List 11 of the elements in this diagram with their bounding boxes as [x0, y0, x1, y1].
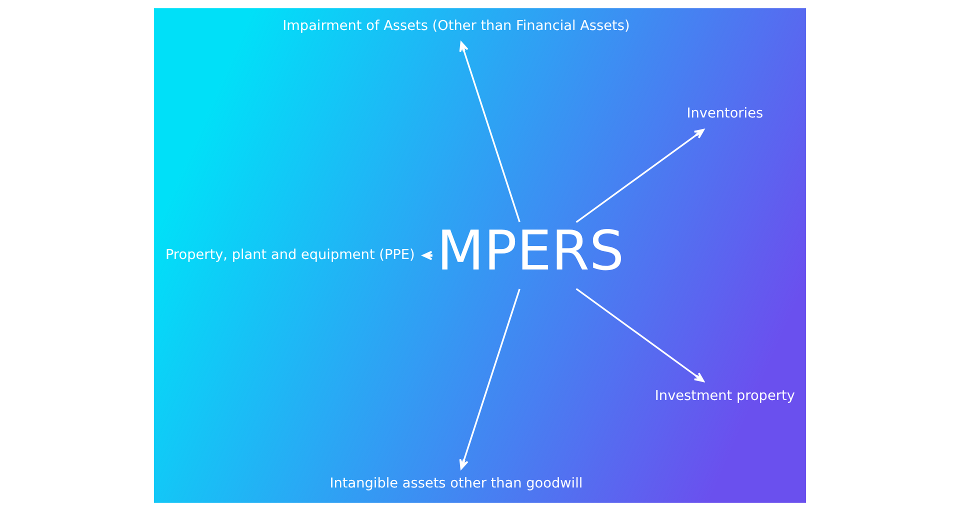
- arrow: [459, 42, 520, 222]
- node-text: Property, plant and equipment (PPE): [165, 246, 415, 263]
- arrow: [576, 128, 704, 223]
- node-text: Inventories: [686, 105, 764, 122]
- node-text: MPERS: [436, 218, 624, 282]
- node-text: Impairment of Assets (Other than Financial Assets): [282, 18, 630, 34]
- arrow: [576, 288, 704, 382]
- arrow: [459, 288, 520, 470]
- arrow: [422, 250, 432, 260]
- node-text: Investment property: [654, 388, 795, 404]
- node-text: Intangible assets other than goodwill: [330, 475, 583, 492]
